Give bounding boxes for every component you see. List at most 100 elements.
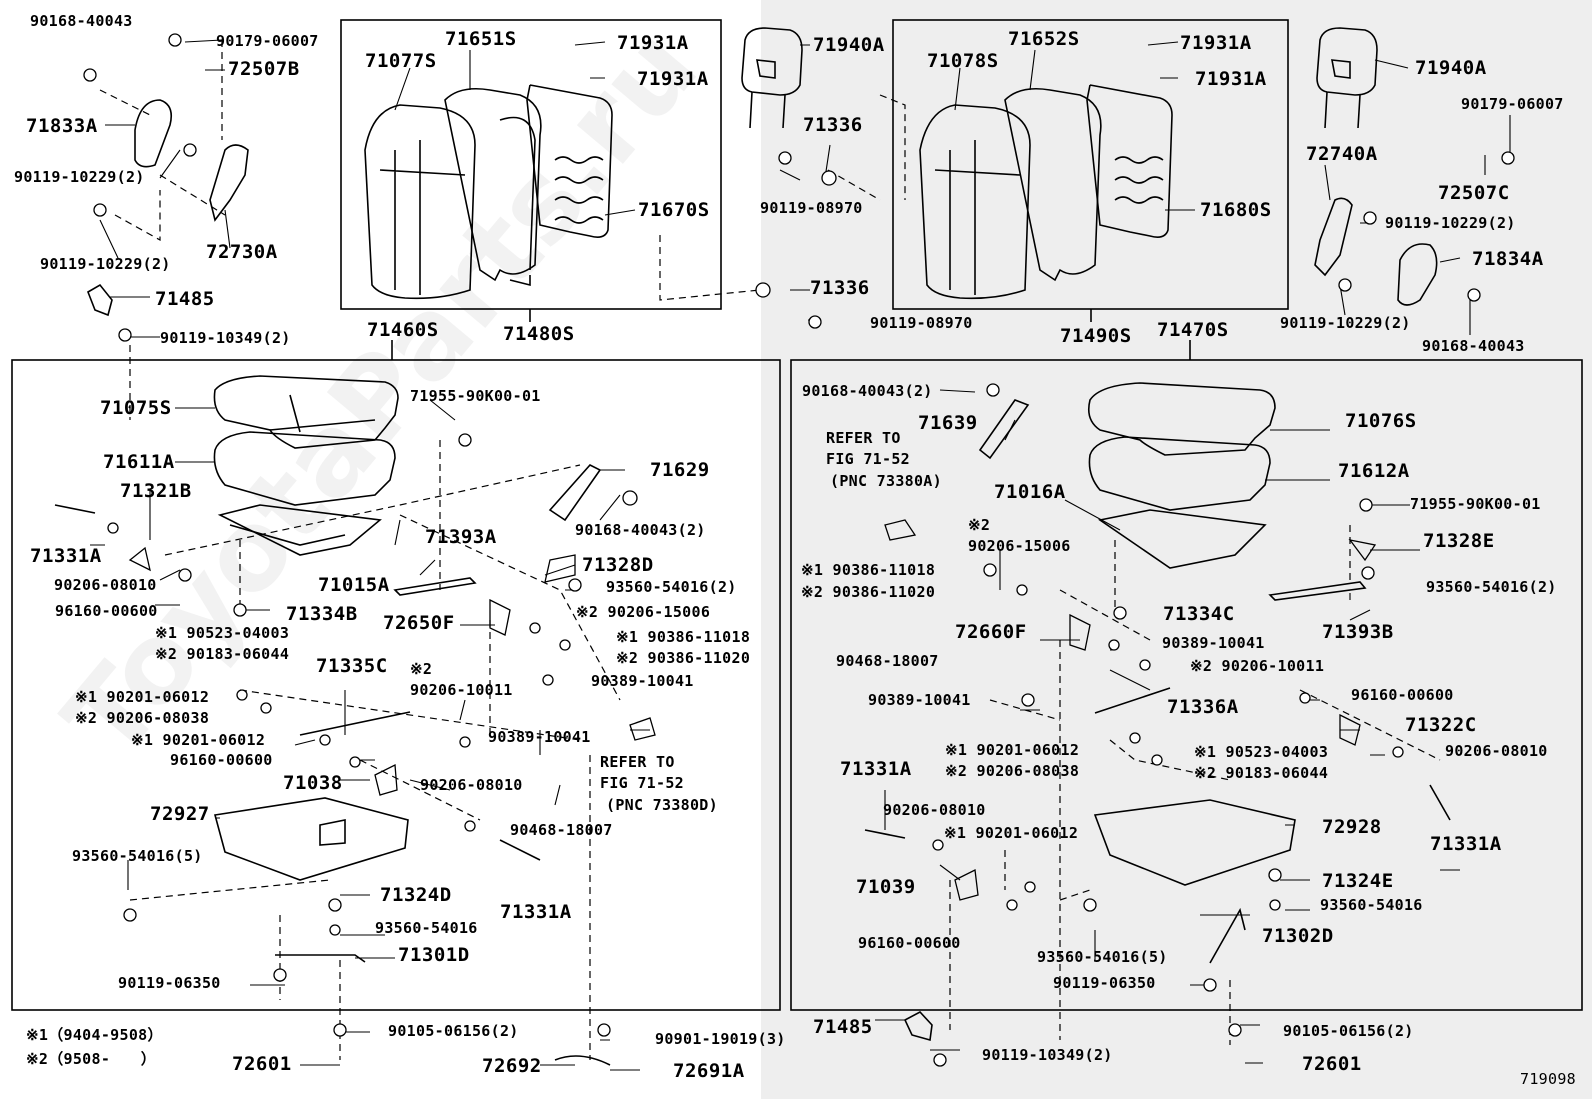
label-90389-10041-r1: 90389-10041	[1162, 634, 1265, 652]
hinge-cover-71833a	[134, 99, 173, 168]
label-71652s: 71652S	[1008, 28, 1080, 50]
label-90206-10011-r: ※2 90206-10011	[1190, 657, 1325, 675]
label-96160-00600-r2: 96160-00600	[858, 934, 961, 952]
recliner-72730a	[209, 144, 249, 222]
label-90206-08038-l: ※2 90206-08038	[75, 709, 210, 727]
label-71322c: 71322C	[1405, 714, 1477, 736]
cushion-cover-71076s	[1087, 382, 1276, 456]
label-90206-08010-r1: 90206-08010	[1445, 742, 1548, 760]
label-90389-10041-l1: 90389-10041	[591, 672, 694, 690]
label-71393a: 71393A	[425, 526, 497, 548]
leader-lines	[90, 39, 1511, 1071]
label-90168-40043-2r: 90168-40043(2)	[802, 382, 933, 400]
fasteners	[83, 33, 1515, 1067]
label-90206-15006-l: ※2 90206-15006	[576, 603, 711, 621]
label-72928: 72928	[1322, 816, 1382, 838]
recliner-72740a	[1314, 197, 1353, 277]
bracket-71639	[978, 399, 1030, 460]
label-71331a-r2: 71331A	[1430, 833, 1502, 855]
label-72650f: 72650F	[383, 612, 455, 634]
label-90119-06350-l: 90119-06350	[118, 974, 221, 992]
label-71833a: 71833A	[26, 115, 98, 137]
label-71931a-r1: 71931A	[1180, 32, 1252, 54]
label-90119-10229-c: 90119-10229(2)	[1385, 214, 1516, 232]
label-93560-54016-l: 93560-54016	[375, 919, 478, 937]
label-90179-06007-tr: 90179-06007	[1461, 95, 1564, 113]
label-71077s: 71077S	[365, 50, 437, 72]
label-71931a-l2: 71931A	[637, 68, 709, 90]
label-93560-54016-5r: 93560-54016(5)	[1037, 948, 1168, 966]
label-71680s: 71680S	[1200, 199, 1272, 221]
label-90206-10011-l: 90206-10011	[410, 681, 513, 699]
label-90119-06350-r: 90119-06350	[1053, 974, 1156, 992]
cushion-cover-71075s	[213, 375, 399, 449]
diagram-id: 719098	[1520, 1070, 1576, 1088]
label-90386-11018-l: ※1 90386-11018	[616, 628, 751, 646]
label-71335c: 71335C	[316, 655, 388, 677]
bracket-71629	[548, 464, 602, 522]
label-71940a-l: 71940A	[813, 34, 885, 56]
label-71393b: 71393B	[1322, 621, 1394, 643]
label-90206-08038-r: ※2 90206-08038	[945, 762, 1080, 780]
label-72660f: 72660F	[955, 621, 1027, 643]
label-90201-06012-l1: ※1 90201-06012	[75, 688, 210, 706]
label-90168-40043-tr: 90168-40043	[1422, 337, 1525, 355]
label-71301d: 71301D	[398, 944, 470, 966]
label-90206-08010-l2: 90206-08010	[420, 776, 523, 794]
label-71490s: 71490S	[1060, 325, 1132, 347]
label-90206-08010-r2: 90206-08010	[883, 801, 986, 819]
label-90206-10011-l-mark: ※2	[410, 660, 433, 678]
label-90386-11018-r: ※1 90386-11018	[801, 561, 936, 579]
bracket-71485-top	[87, 283, 113, 317]
rod-71336a	[1094, 687, 1171, 714]
bolt-71331a-right-top	[1429, 784, 1451, 821]
label-90206-15006-r-mark: ※2	[968, 516, 991, 534]
strap-72692	[554, 1055, 611, 1066]
label-71480s: 71480S	[503, 323, 575, 345]
label-71076s: 71076S	[1345, 410, 1417, 432]
label-72730a: 72730A	[206, 241, 278, 263]
label-90119-10349-top: 90119-10349(2)	[160, 329, 291, 347]
rod-71335c	[299, 711, 411, 736]
seatback-frame-71680s	[1086, 84, 1173, 238]
seat-pan-72928	[1093, 799, 1296, 886]
label-90119-08970-b: 90119-08970	[870, 314, 973, 332]
label-71670s: 71670S	[638, 199, 710, 221]
label-71324e: 71324E	[1322, 870, 1394, 892]
label-71334c: 71334C	[1163, 603, 1235, 625]
note-1: ※1（9404-9508）	[26, 1026, 163, 1044]
label-90168-40043-2l: 90168-40043(2)	[575, 521, 706, 539]
cushion-pad-71612a	[1088, 436, 1271, 511]
label-93560-54016-r: 93560-54016	[1320, 896, 1423, 914]
label-71334b: 71334B	[286, 603, 358, 625]
label-90901-19019: 90901-19019(3)	[655, 1030, 786, 1048]
cushion-frame-71015a	[217, 504, 382, 556]
label-71038: 71038	[283, 772, 343, 794]
label-90201-06012-l2: ※1 90201-06012	[131, 731, 266, 749]
seatback-pad-71651s	[444, 87, 542, 287]
refer-right-line2: FIG 71-52	[826, 450, 910, 468]
label-72740a: 72740A	[1306, 143, 1378, 165]
label-71016a: 71016A	[994, 481, 1066, 503]
label-71955-left: 71955-90K00-01	[410, 387, 541, 405]
label-90105-06156-l: 90105-06156(2)	[388, 1022, 519, 1040]
label-71078s: 71078S	[927, 50, 999, 72]
label-72601-r: 72601	[1302, 1053, 1362, 1075]
label-96160-00600-l2: 96160-00600	[170, 751, 273, 769]
guide-lines	[99, 40, 1441, 1060]
label-90386-11020-r: ※2 90386-11020	[801, 583, 936, 601]
label-72601-l: 72601	[232, 1053, 292, 1075]
right-panel-background	[761, 0, 1592, 1099]
bolt-71331a-mid	[499, 839, 541, 861]
label-71955-right: 71955-90K00-01	[1410, 495, 1541, 513]
label-71485-bot: 71485	[813, 1016, 873, 1038]
headrest-right	[1316, 27, 1378, 129]
label-71331a-l1: 71331A	[30, 545, 102, 567]
label-90119-10229-d: 90119-10229(2)	[1280, 314, 1411, 332]
seatback-cover-71077s	[364, 104, 476, 300]
label-72927: 72927	[150, 803, 210, 825]
label-90179-06007-tl: 90179-06007	[216, 32, 319, 50]
label-71302d: 71302D	[1262, 925, 1334, 947]
label-90105-06156-r: 90105-06156(2)	[1283, 1022, 1414, 1040]
label-71328e: 71328E	[1423, 530, 1495, 552]
